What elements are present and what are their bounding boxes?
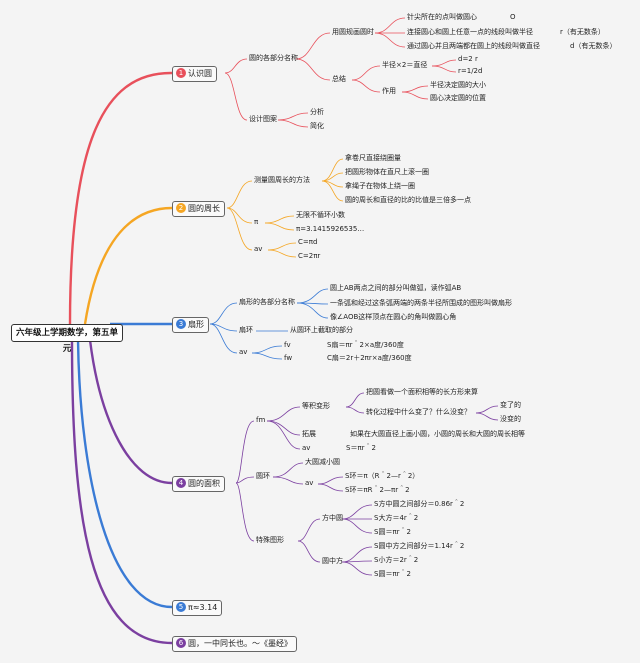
branch-label: 圆的周长 [188, 204, 220, 213]
topic[interactable]: 拓展 [302, 430, 316, 438]
topic[interactable]: 圆中方 [322, 557, 343, 565]
topic[interactable]: av [302, 444, 311, 452]
topic[interactable]: S圆＝πr＾2 [374, 528, 411, 536]
number-badge: 6 [176, 637, 186, 648]
topic[interactable]: C扇＝2r＋2πr×a度/360度 [327, 354, 412, 362]
topic[interactable]: fv [284, 341, 291, 349]
topic[interactable]: 把圆形物体在直尺上滚一圈 [345, 168, 429, 176]
topic[interactable]: av [254, 245, 263, 253]
branch-label: 圆，一中同长也。～《墨经》 [188, 639, 292, 648]
topic[interactable]: 扇环 [239, 326, 253, 334]
topic[interactable]: S小方＝2r＾2 [374, 556, 419, 564]
root-topic[interactable]: 六年级上学期数学，第五单元 [11, 324, 123, 354]
topic[interactable]: S环＝πR＾2—πr＾2 [345, 486, 410, 494]
topic[interactable]: 方中圆 [322, 514, 343, 522]
topic[interactable]: r（有无数条） [560, 28, 605, 36]
topic[interactable]: S方中圆之间部分＝0.86r＾2 [374, 500, 465, 508]
topic[interactable]: av [239, 348, 248, 356]
number-badge: 4 [176, 477, 186, 488]
topic[interactable]: 设计图案 [249, 115, 277, 123]
topic[interactable]: 拿绳子在物体上绕一圈 [345, 182, 415, 190]
topic[interactable]: 圆心决定圆的位置 [430, 94, 486, 102]
topic[interactable]: 扇形的各部分名称 [239, 298, 295, 306]
branch-label: 圆的面积 [188, 479, 220, 488]
topic[interactable]: π=3.1415926535… [296, 225, 365, 233]
topic[interactable]: d=2 r [458, 55, 478, 63]
topic[interactable]: 连接圆心和圆上任意一点的线段叫做半径 [407, 28, 533, 36]
number-badge: 5 [176, 601, 186, 612]
topic[interactable]: 变了的 [500, 401, 521, 409]
topic[interactable]: av [305, 479, 314, 487]
topic[interactable]: S扇＝πr＾2×a度/360度 [327, 341, 404, 349]
topic[interactable]: 总结 [332, 75, 346, 83]
topic[interactable]: 分析 [310, 108, 324, 116]
topic[interactable]: π [254, 218, 259, 226]
topic[interactable]: S环＝π（R＾2—r＾2） [345, 472, 420, 480]
topic[interactable]: 特殊图形 [256, 536, 284, 544]
topic[interactable]: 拿卷尺直接绕圈量 [345, 154, 401, 162]
topic[interactable]: 圆上AB两点之间的部分叫做弧，读作弧AB [330, 284, 462, 292]
branch-label: 扇形 [188, 320, 204, 329]
number-badge: 1 [176, 67, 186, 78]
topic[interactable]: 测量圆周长的方法 [254, 176, 310, 184]
topic[interactable]: r=1/2d [458, 67, 483, 75]
topic[interactable]: 针尖所在的点叫做圆心 [407, 13, 477, 21]
topic[interactable]: 大圆减小圆 [305, 458, 340, 466]
topic[interactable]: 一条弧和经过这条弧两端的两条半径所围成的图形叫做扇形 [330, 299, 512, 307]
topic[interactable]: S＝πr＾2 [346, 444, 376, 452]
topic[interactable]: 圆环 [256, 472, 270, 480]
branch-label: 认识圆 [188, 69, 212, 78]
topic[interactable]: 圆的各部分名称 [249, 54, 298, 62]
topic[interactable]: C=2πr [298, 252, 321, 260]
topic[interactable]: O [510, 13, 516, 21]
topic[interactable]: 把圆看做一个面积相等的长方形来算 [366, 388, 478, 396]
topic[interactable]: 简化 [310, 122, 324, 130]
topic[interactable]: 半径×2＝直径 [382, 61, 428, 69]
topic[interactable]: 像∠AOB这样顶点在圆心的角叫做圆心角 [330, 313, 457, 321]
topic[interactable]: 用圆规画圆时 [332, 28, 374, 36]
topic[interactable]: 半径决定圆的大小 [430, 81, 486, 89]
topic[interactable]: 通过圆心并且两端都在圆上的线段叫做直径 [407, 42, 540, 50]
topic[interactable]: fm [256, 416, 266, 424]
topic[interactable]: 圆的周长和直径的比的比值是三倍多一点 [345, 196, 471, 204]
topic[interactable]: S圆中方之间部分＝1.14r＾2 [374, 542, 465, 550]
topic[interactable]: 转化过程中什么变了？什么没变？ [366, 408, 471, 416]
topic[interactable]: 作用 [382, 87, 396, 95]
topic[interactable]: 等积变形 [302, 402, 330, 410]
topic[interactable]: S圆＝πr＾2 [374, 570, 411, 578]
topic[interactable]: C=πd [298, 238, 318, 246]
branch-label: π≈3.14 [188, 603, 218, 612]
topic[interactable]: S大方＝4r＾2 [374, 514, 419, 522]
topic[interactable]: d（有无数条） [570, 42, 617, 50]
number-badge: 3 [176, 318, 186, 329]
topic[interactable]: 没变的 [500, 415, 521, 423]
number-badge: 2 [176, 202, 186, 213]
topic[interactable]: 无限不循环小数 [296, 211, 345, 219]
topic[interactable]: 从圆环上截取的部分 [290, 326, 353, 334]
topic[interactable]: fw [284, 354, 293, 362]
topic[interactable]: 如果在大圆直径上画小圆，小圆的周长和大圆的周长相等 [350, 430, 525, 438]
